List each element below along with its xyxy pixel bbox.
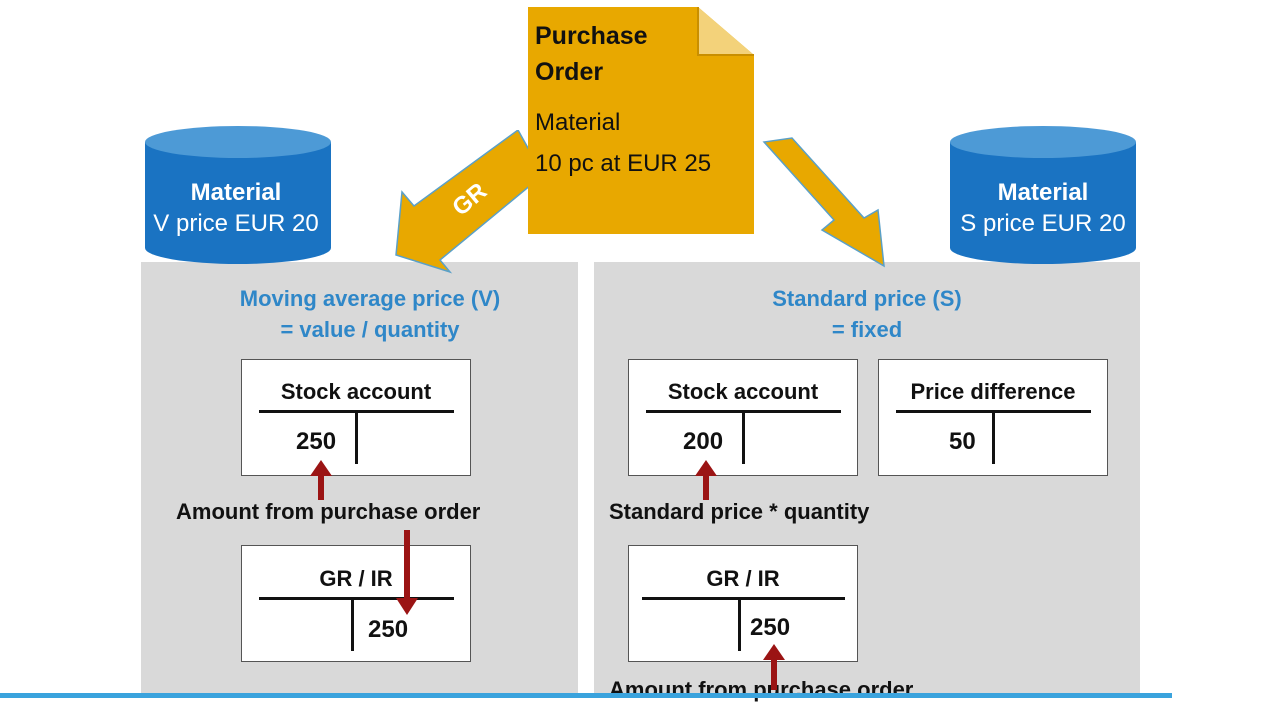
t-account-line: [896, 410, 1091, 413]
purchase-order-material: Material: [535, 109, 621, 136]
standard-price-formula: = fixed: [831, 317, 903, 342]
gr-arrow-left: [395, 130, 544, 274]
price-difference-name: Price difference: [910, 379, 1076, 404]
material-database-v-icon: [143, 124, 333, 266]
t-account-line: [742, 412, 745, 464]
left-stock-account: Stock account 250: [241, 359, 471, 476]
t-account-line: [738, 599, 741, 651]
price-difference-account: Price difference 50: [878, 359, 1108, 476]
right-caption: Standard price * quantity: [609, 499, 870, 524]
left-stock-account-name: Stock account: [280, 379, 432, 404]
moving-average-heading: Moving average price (V): [239, 286, 501, 311]
t-account-line: [992, 412, 995, 464]
t-account-line: [355, 412, 358, 464]
right-stock-account-name: Stock account: [667, 379, 819, 404]
right-grir-credit: 250: [750, 614, 791, 641]
t-account-line: [351, 599, 354, 651]
right-bottom-caption: Amount from purchase order: [609, 677, 914, 702]
bottom-bar: [0, 693, 1172, 698]
left-material-title: Material: [190, 179, 282, 206]
right-stock-account: Stock account 200: [628, 359, 858, 476]
right-grir-name: GR / IR: [706, 566, 780, 591]
left-caption: Amount from purchase order: [176, 499, 481, 524]
right-material-price: S price EUR 20: [960, 210, 1126, 237]
purchase-order-title-line2: Order: [535, 58, 604, 86]
right-stock-account-debit: 200: [683, 428, 724, 455]
t-account-line: [259, 597, 454, 600]
purchase-order-quantity: 10 pc at EUR 25: [535, 150, 712, 177]
moving-average-formula: = value / quantity: [280, 317, 460, 342]
left-grir-credit: 250: [368, 616, 409, 643]
t-account-line: [642, 597, 845, 600]
standard-price-heading: Standard price (S): [772, 286, 962, 311]
t-account-line: [646, 410, 841, 413]
t-account-line: [259, 410, 454, 413]
gr-arrow-right: [762, 137, 885, 268]
left-stock-account-debit: 250: [296, 428, 337, 455]
material-database-s-icon: [948, 124, 1138, 266]
price-difference-debit: 50: [949, 428, 976, 455]
left-grir-account: GR / IR 250: [241, 545, 471, 662]
left-grir-name: GR / IR: [319, 566, 393, 591]
right-grir-account: GR / IR 250: [628, 545, 858, 662]
left-material-price: V price EUR 20: [153, 210, 319, 237]
purchase-order-document: [528, 7, 754, 234]
purchase-order-title-line1: Purchase: [535, 22, 648, 50]
right-material-title: Material: [997, 179, 1089, 206]
